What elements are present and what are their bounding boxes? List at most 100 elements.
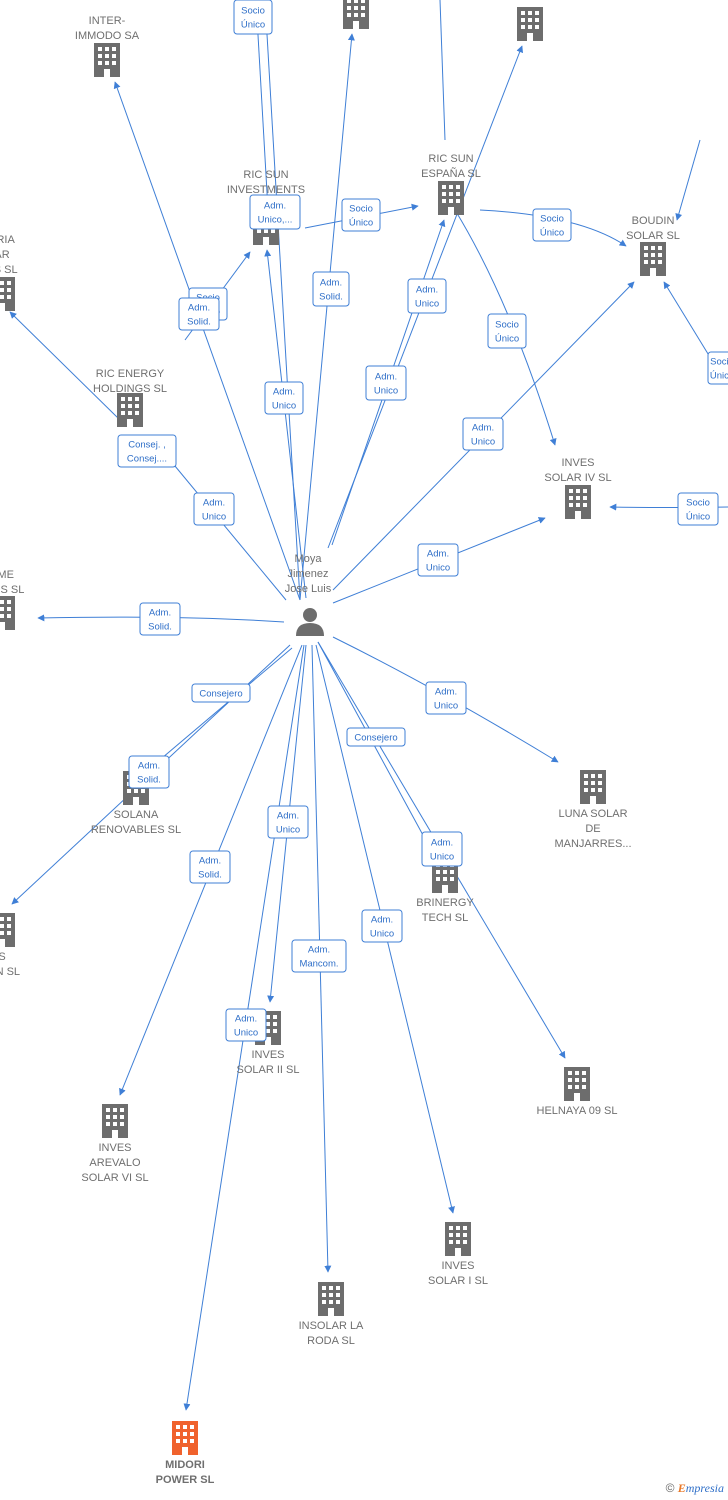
edge-role-tag[interactable]: Consej. ,Consej.... [117,434,177,468]
edge-role-tag[interactable]: Adm.Solid. [139,602,181,636]
edge-role-tag[interactable]: Adm.Unico [417,543,459,577]
building-icon [117,393,143,427]
company-node-topc[interactable] [343,0,369,29]
tag-text: Unico [276,825,300,836]
company-node-helnaya[interactable]: HELNAYA 09 SL [537,1067,618,1117]
tag-box [191,683,251,703]
company-label: RODA SL [307,1335,355,1347]
company-label: INVES [561,457,594,469]
company-label: BLES SL [0,584,24,596]
edge-role-tag[interactable]: Adm.Solid. [312,271,350,307]
edge-role-tag[interactable]: Adm.Solid. [178,297,220,331]
company-label: SOLAR IV SL [544,472,611,484]
edge-role-tag[interactable]: Adm. Solid. [128,755,170,789]
edge-role-tag[interactable]: Adm.Mancom. [291,939,347,973]
company-node-luna[interactable]: LUNA SOLARDEMANJARRES... [554,770,632,850]
company-node-topr[interactable] [517,7,543,41]
building-icon [318,1282,344,1316]
company-label: IMMODO SA [75,30,140,42]
edge-role-tag[interactable]: Adm.Unico,... [249,194,301,230]
tag-text: Único [349,218,373,229]
company-node-insolar[interactable]: INSOLAR LA RODA SL [299,1282,364,1347]
tag-text: Unico [471,437,495,448]
edge-role-tag[interactable]: Adm.Unico [361,909,403,943]
tag-box [707,351,728,385]
company-node-sion[interactable]: SION SL [0,913,20,978]
edge-role-tag[interactable]: Adm.Unico [264,381,304,415]
tag-text: Adm. [138,761,160,772]
company-label: INVESTMENTS [227,184,305,196]
edge-role-tag[interactable]: Adm.Solid. [189,850,231,884]
empresia-logo[interactable]: Empresia [677,1481,724,1495]
tag-box [117,434,177,468]
company-node-aria[interactable]: ARIAARES SL [0,234,18,311]
edge-role-tag[interactable]: Consejero [191,683,251,703]
tag-box [189,850,231,884]
tag-text: Único [241,20,265,31]
building-icon [445,1222,471,1256]
tag-box [312,271,350,307]
edge-line [255,0,269,211]
person-name-label: Jimenez [288,568,329,580]
company-label: INVES [441,1260,474,1272]
tag-text: Adm. [320,278,342,289]
edge-role-tag[interactable]: Adm.Unico [407,278,447,314]
company-label: ESPAÑA SL [421,167,481,180]
company-label: HOLDINGS SL [93,383,167,395]
edge-line [264,0,301,601]
edge-role-tag[interactable]: Consejero [346,727,406,747]
edge-role-tag[interactable]: Adm.Unico [225,1008,267,1042]
company-label: RIC SUN [243,169,288,181]
building-icon [517,7,543,41]
edge-role-tag[interactable]: Adm.Unico [421,831,463,867]
tag-text: Solid. [137,775,161,786]
edge-role-tag[interactable]: Adm.Unico [365,365,407,401]
company-node-yme[interactable]: YMEBLES SL [0,569,24,630]
tag-box [462,417,504,451]
edge-role-tag[interactable]: Adm. Unico [462,417,504,451]
company-label: INSOLAR LA [299,1320,364,1332]
person-name-label: Moya [295,553,323,565]
tag-box [361,909,403,943]
company-label: SOLANA [114,809,159,821]
company-label: BOUDIN [632,215,675,227]
tag-text: Adm. [199,856,221,867]
tag-text: Adm. [188,303,210,314]
tag-text: Consejero [354,733,397,744]
edge-role-tag[interactable]: Adm.Unico [267,805,309,839]
edge-line [439,0,446,141]
tag-text: Adm. [416,285,438,296]
company-label: LUNA SOLAR [558,808,627,820]
tag-text: Adm. [431,838,453,849]
company-node-inves4[interactable]: INVES SOLAR IV SL [544,457,612,519]
tag-text: Adm. [472,423,494,434]
footer-credit: © Empresia [666,1481,724,1496]
company-label: HELNAYA 09 SL [537,1105,618,1117]
company-label: MANJARRES... [554,838,631,850]
company-node-intermodo[interactable]: INTER-IMMODO SA [75,15,140,77]
edge-role-tag[interactable]: Adm.Unico [425,681,467,715]
tag-text: Socio [349,204,373,215]
tag-text: Adm. [435,687,457,698]
tag-text: Adm. [235,1014,257,1025]
edge-role-tag[interactable]: Adm.Unico [193,492,235,526]
building-icon [565,485,591,519]
tag-text: Unico [426,563,450,574]
edge-line [675,139,701,221]
